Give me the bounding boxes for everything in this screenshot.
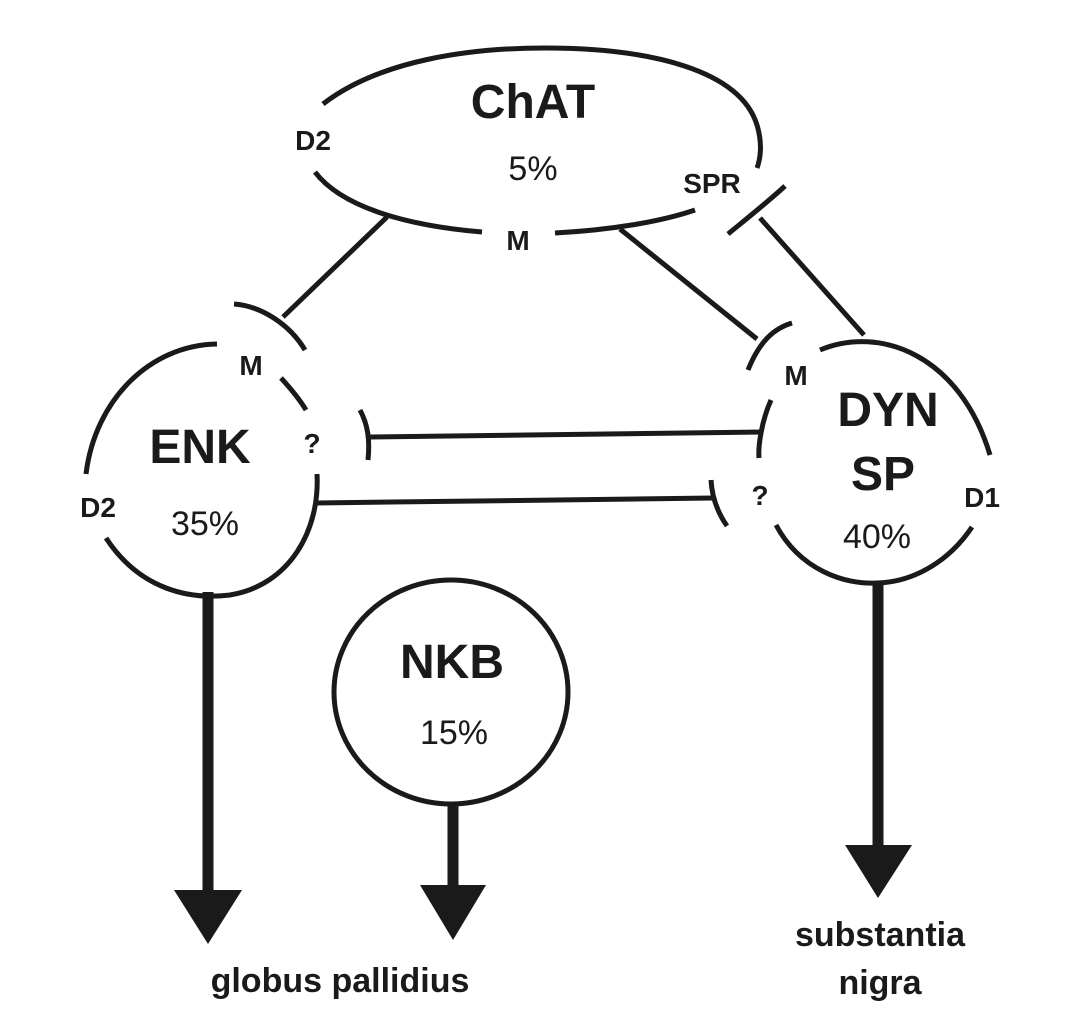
enk-neuron: ENK 35% M ? D2	[80, 341, 321, 599]
chat-dyn-line	[618, 227, 759, 341]
enk-membrane-right-upper	[279, 376, 309, 412]
enk-percent: 35%	[171, 505, 239, 543]
connection-chat-to-enk	[233, 215, 389, 352]
dyn-receptor-d1: D1	[964, 482, 1000, 513]
enk-m-receptor-arc	[233, 301, 308, 352]
connection-dyn-to-chat-spr	[758, 216, 866, 337]
dyn-enk-line	[369, 429, 764, 440]
enk-projection-arrowhead	[174, 890, 242, 944]
target-globus-pallidus: globus pallidius	[211, 962, 470, 1000]
dyn-label-line1: DYN	[837, 384, 938, 437]
dyn-receptor-unknown: ?	[751, 480, 768, 511]
chat-percent: 5%	[508, 150, 557, 188]
enk-receptor-m: M	[239, 350, 262, 381]
chat-membrane-bottom-left	[313, 170, 483, 235]
enk-membrane-upper-left	[83, 341, 218, 475]
dyn-label-line2: SP	[851, 448, 915, 501]
chat-membrane-bottom-right	[554, 207, 696, 236]
chat-label: ChAT	[471, 76, 595, 129]
enk-receptor-d2: D2	[80, 492, 116, 523]
nkb-percent: 15%	[420, 714, 488, 752]
chat-receptor-m: M	[506, 225, 529, 256]
nkb-label: NKB	[400, 636, 504, 689]
dyn-percent: 40%	[843, 518, 911, 556]
connection-dyn-to-enk	[357, 408, 764, 461]
nkb-membrane	[331, 577, 571, 807]
dyn-projection-arrowhead	[845, 845, 912, 898]
nkb-projection-arrowhead	[420, 885, 486, 940]
projection-dyn-to-substantia	[845, 582, 912, 898]
target-substantia-line1: substantia	[795, 916, 966, 954]
enk-membrane-lower	[103, 473, 320, 599]
dyn-m-receptor-arc	[745, 320, 793, 371]
chat-spr-receptor-arc	[726, 184, 787, 236]
connection-enk-to-dyn	[315, 479, 730, 528]
nkb-neuron: NKB 15%	[331, 577, 571, 807]
enk-dyn-line	[315, 495, 714, 506]
chat-receptor-d2: D2	[295, 125, 331, 156]
chat-receptor-spr: SPR	[683, 168, 741, 199]
connection-chat-to-dyn	[618, 227, 793, 371]
projection-enk-to-globus	[174, 592, 242, 944]
dyn-membrane-left	[756, 398, 774, 459]
enk-receptor-unknown: ?	[303, 428, 320, 459]
chat-membrane-top	[321, 45, 763, 169]
dyn-neuron: DYN SP 40% M ? D1	[751, 339, 1000, 586]
enk-label: ENK	[149, 421, 251, 474]
projection-nkb-to-globus	[420, 802, 486, 940]
dyn-unknown-receptor-arc	[708, 479, 730, 528]
chat-enk-line	[281, 215, 389, 319]
target-substantia-line2: nigra	[838, 964, 922, 1002]
dyn-membrane-upper	[819, 339, 993, 456]
enk-unknown-receptor-arc	[357, 408, 372, 461]
dyn-receptor-m: M	[784, 360, 807, 391]
chat-neuron: ChAT 5% D2 M SPR	[295, 45, 787, 256]
dyn-chat-spr-line	[758, 216, 866, 337]
